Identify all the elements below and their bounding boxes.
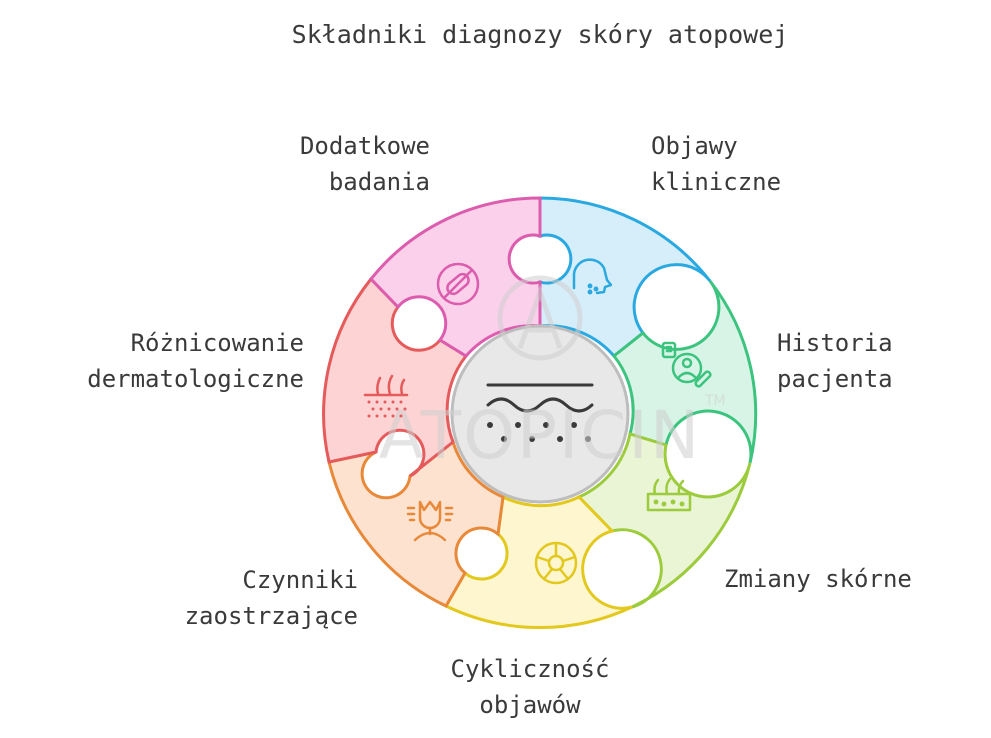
skin-cross-section-icon — [486, 383, 594, 442]
patient-record-icon — [661, 341, 712, 388]
skin-hair-icon — [363, 374, 409, 418]
segment-czynniki-zaostrzajace — [327, 439, 505, 608]
center-hub — [450, 324, 630, 504]
svg-text:TM: TM — [704, 393, 726, 409]
face-profile-icon — [572, 258, 613, 295]
svg-text:ATOPICIN: ATOPICIN — [379, 397, 701, 474]
skin-layer-icon — [646, 477, 692, 512]
diagram-title: Składniki diagnozy skóry atopowej — [291, 20, 789, 49]
no-pill-icon — [436, 262, 480, 306]
segment-objawy-kliniczne — [538, 196, 712, 359]
label-zmiany-skorne: Zmiany skórne — [724, 565, 912, 593]
cycle-flower-icon — [534, 541, 578, 585]
irritated-person-icon — [406, 500, 454, 542]
atopicin-watermark-logo: ATOPICIN TM — [379, 275, 726, 474]
